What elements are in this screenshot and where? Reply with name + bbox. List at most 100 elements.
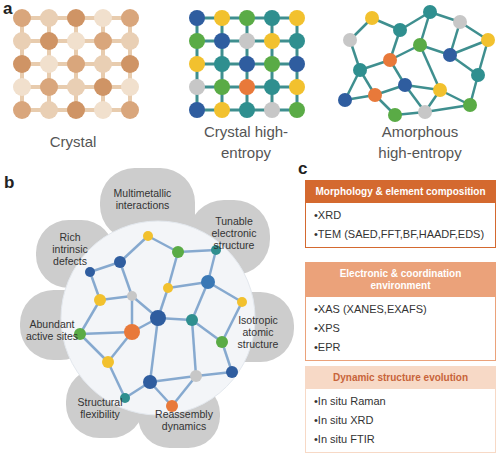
bond-line: [197, 40, 297, 43]
atom-dot: [418, 105, 432, 119]
bond-line: [450, 22, 460, 55]
petal-outline: [36, 220, 114, 288]
panel-caption: Crystal high-entropy: [196, 121, 296, 163]
bullet-item: •XPS: [306, 319, 495, 338]
atom-dot: [239, 79, 255, 95]
bond-line: [196, 372, 232, 376]
bond-line: [400, 12, 430, 30]
atom-dot: [368, 88, 382, 102]
atom-dot: [67, 55, 85, 73]
bond-line: [425, 90, 440, 112]
atom-dot: [94, 294, 106, 306]
atom-dot: [67, 9, 85, 27]
atom-dot: [114, 256, 126, 268]
feature-petal: Abundant active sites: [20, 290, 94, 360]
atom-dot: [264, 79, 280, 95]
atom-dot: [163, 283, 173, 293]
atom-dot: [239, 102, 255, 118]
bond-line: [168, 252, 178, 288]
atom-dot: [201, 275, 215, 289]
atom-dot: [214, 56, 230, 72]
atom-dot: [289, 79, 305, 95]
bond-line: [132, 296, 158, 318]
atom-dot: [40, 9, 58, 27]
atom-dot: [124, 324, 140, 340]
petal-text: Isotropic atomic structure: [228, 314, 288, 350]
feature-petal: Rich intrinsic defects: [36, 220, 114, 288]
atom-dot: [150, 310, 166, 326]
bond-line: [128, 18, 132, 110]
bond-line: [360, 70, 375, 95]
bond-line: [345, 95, 375, 100]
bond-line: [360, 60, 390, 70]
bullet-item: •XRD: [306, 203, 495, 225]
feature-petal: Multimetallic interactions: [100, 168, 195, 240]
atom-dot: [453, 15, 467, 29]
atom-dot: [226, 366, 238, 378]
bond-line: [108, 332, 132, 362]
atom-dot: [214, 102, 230, 118]
atom-dot: [13, 78, 31, 96]
atom-dot: [239, 33, 255, 49]
petal-text: Abundant active sites: [26, 318, 78, 342]
atom-dot: [264, 102, 280, 118]
bond-line: [150, 376, 196, 382]
atom-dot: [40, 55, 58, 73]
atom-dot: [67, 101, 85, 119]
atom-dot: [433, 83, 447, 97]
atom-dot: [190, 370, 202, 382]
petal-text: Reassembly dynamics: [154, 408, 214, 432]
atom-dot: [40, 32, 58, 50]
atom-dot: [398, 78, 412, 92]
atom-dot: [121, 78, 139, 96]
atom-dot: [471, 68, 485, 82]
bond-line: [420, 45, 450, 55]
atom-dot: [94, 55, 112, 73]
bullet-item: •In situ XRD: [306, 411, 495, 430]
bond-line: [168, 282, 208, 288]
atom-dot: [189, 79, 205, 95]
bullet-item: •EPR: [306, 338, 495, 360]
bond-line: [271, 18, 274, 110]
atom-dot: [40, 101, 58, 119]
bullet-item: •TEM (SAED,FFT,BF,HAADF,EDS): [306, 225, 495, 247]
bond-line: [197, 86, 297, 89]
bond-line: [192, 320, 196, 376]
bond-line: [101, 18, 105, 110]
bond-line: [430, 12, 460, 22]
atom-dot: [289, 56, 305, 72]
atom-dot: [264, 10, 280, 26]
atom-dot: [289, 33, 305, 49]
bond-line: [350, 18, 372, 40]
bond-line: [440, 90, 470, 105]
atom-dot: [94, 32, 112, 50]
petal-outline: [138, 382, 220, 448]
box-header: Morphology & element composition: [306, 181, 495, 203]
high-entropy-lattice: [189, 10, 305, 118]
bond-line: [22, 85, 130, 89]
bond-line: [450, 55, 478, 75]
bond-line: [158, 318, 192, 320]
element-group: [22, 18, 130, 110]
atom-dot: [67, 78, 85, 96]
element-group: [13, 9, 139, 119]
petal-outline: [20, 290, 94, 360]
bond-line: [100, 296, 132, 300]
atom-dot: [481, 33, 495, 47]
panel-caption: Amorphous high-entropy: [365, 121, 475, 163]
atom-dot: [214, 33, 230, 49]
atom-dot: [94, 9, 112, 27]
atom-dot: [365, 11, 379, 25]
petal-outline: [100, 168, 195, 240]
bond-line: [158, 288, 168, 318]
bond-line: [296, 18, 299, 110]
bond-line: [221, 18, 224, 110]
atom-dot: [189, 10, 205, 26]
bond-line: [22, 16, 130, 20]
atom-dot: [189, 56, 205, 72]
bond-line: [246, 18, 249, 110]
atom-dot: [121, 32, 139, 50]
feature-petal: Reassembly dynamics: [138, 382, 220, 448]
bond-line: [192, 282, 208, 320]
atom-dot: [214, 10, 230, 26]
